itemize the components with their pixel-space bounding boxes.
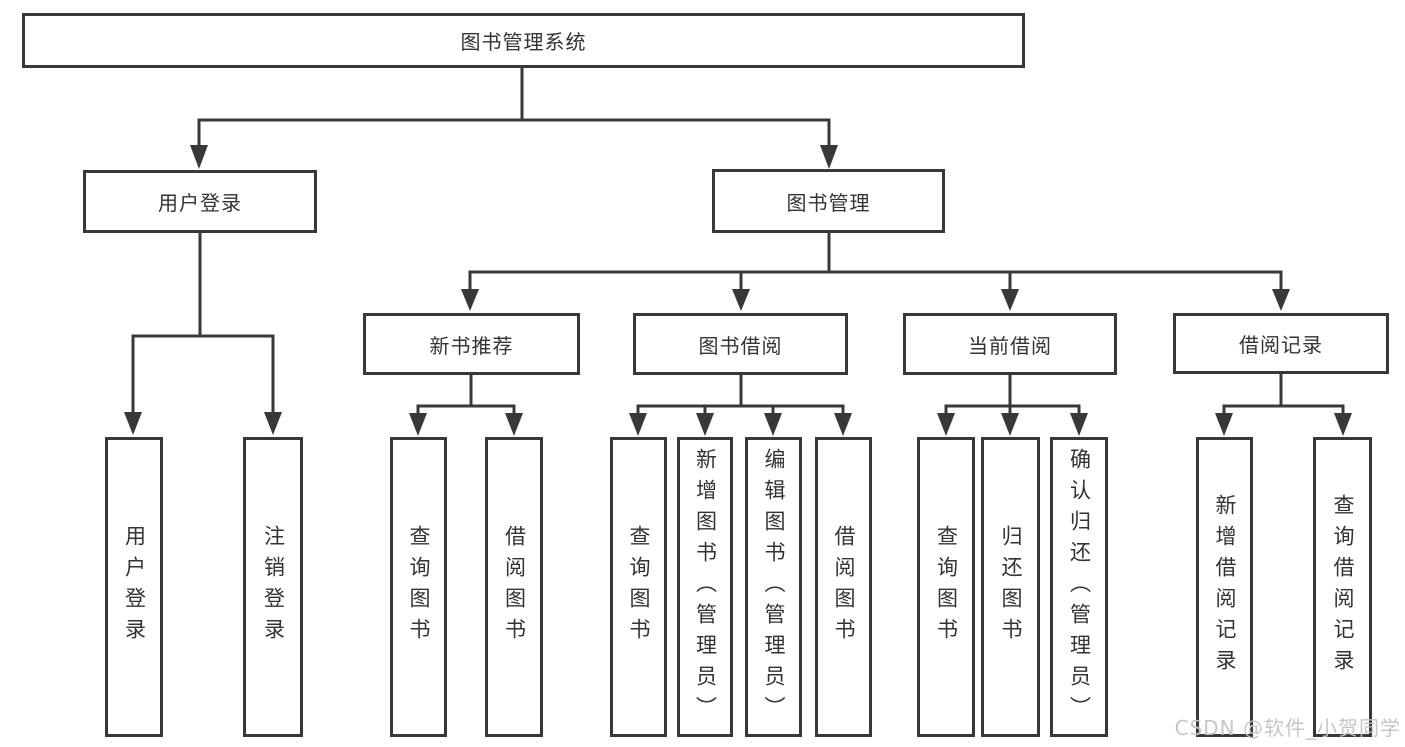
leaf-query-books-recommend: 查询图书 [390, 437, 447, 737]
leaf-query-books-current: 查询图书 [917, 437, 975, 737]
node-label: 注销登录 [261, 525, 286, 649]
leaf-add-book-admin: 新增图书（管理员） [677, 437, 733, 737]
leaf-borrow-books: 借阅图书 [815, 437, 872, 737]
node-book-management: 图书管理 [712, 169, 945, 233]
node-label: 用户登录 [122, 525, 147, 649]
leaf-user-login: 用户登录 [105, 437, 163, 737]
node-label: 编辑图书（管理员） [762, 447, 786, 727]
node-label: 确认归还（管理员） [1067, 447, 1092, 727]
node-label: 查询图书 [934, 525, 959, 649]
node-user-login: 用户登录 [83, 170, 317, 233]
node-label: 用户登录 [158, 191, 242, 215]
node-label: 借阅记录 [1239, 333, 1323, 357]
node-label: 新书推荐 [429, 333, 514, 358]
arrowheads [124, 145, 1352, 436]
node-label: 当前借阅 [968, 333, 1052, 358]
node-label: 借阅图书 [502, 525, 527, 649]
node-new-book-recommendation: 新书推荐 [363, 313, 580, 375]
node-label: 新增借阅记录 [1213, 494, 1237, 680]
node-book-borrowing: 图书借阅 [633, 313, 848, 375]
leaf-confirm-return-admin: 确认归还（管理员） [1050, 437, 1108, 737]
node-borrowing-records: 借阅记录 [1173, 313, 1389, 374]
node-label: 图书管理 [786, 190, 871, 215]
node-label: 图书管理系统 [460, 30, 587, 54]
leaf-edit-book-admin: 编辑图书（管理员） [745, 437, 802, 737]
node-label: 归还图书 [999, 525, 1023, 649]
node-label: 查询图书 [407, 525, 431, 649]
node-label: 借阅图书 [832, 525, 856, 649]
leaf-query-books-borrowing: 查询图书 [610, 437, 667, 737]
node-library-system: 图书管理系统 [22, 13, 1025, 68]
node-label: 新增图书（管理员） [693, 447, 718, 727]
leaf-add-borrow-record: 新增借阅记录 [1196, 437, 1253, 737]
leaf-borrow-books-recommend: 借阅图书 [485, 437, 543, 737]
node-current-borrowing: 当前借阅 [903, 313, 1117, 375]
leaf-logout: 注销登录 [243, 437, 303, 737]
leaf-return-books: 归还图书 [981, 437, 1040, 737]
node-label: 查询借阅记录 [1331, 494, 1355, 680]
node-label: 查询图书 [627, 525, 651, 649]
csdn-watermark: CSDN @软件_小贺同学 [1174, 716, 1401, 740]
node-label: 图书借阅 [698, 333, 783, 358]
leaf-query-borrow-record: 查询借阅记录 [1313, 437, 1372, 737]
